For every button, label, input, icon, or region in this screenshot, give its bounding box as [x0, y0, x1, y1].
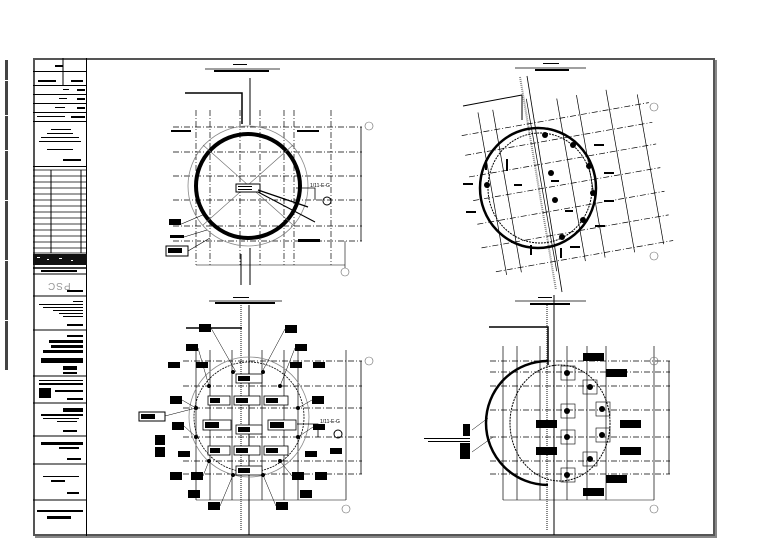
tb-row: [33, 86, 87, 95]
edge-vertical-text: [5, 60, 8, 370]
tb-header: [33, 58, 87, 72]
title-block: PSC: [33, 58, 87, 536]
title-block-lines: [33, 58, 87, 519]
firm-logo-psc: PSC: [47, 280, 71, 291]
tb-row: [33, 95, 87, 104]
tb-row: [33, 113, 87, 122]
tb-row: [33, 104, 87, 113]
detail-callout-label: 1/11-E-G: [310, 183, 330, 189]
sheet-border: [33, 58, 715, 536]
detail-callout-label: 1/11-E-G: [320, 419, 340, 425]
tb-project-info: [33, 122, 87, 167]
tb-row: [33, 72, 87, 86]
